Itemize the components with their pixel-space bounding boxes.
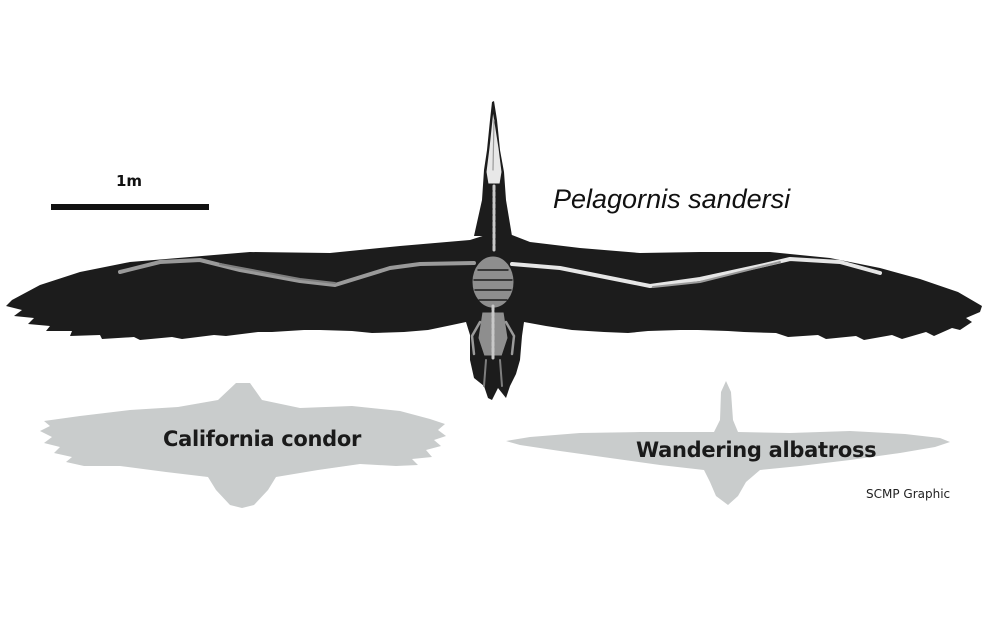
condor-label: California condor [163,427,362,451]
pelagornis-label: Pelagornis sandersi [553,184,791,214]
condor-silhouette [40,383,446,508]
albatross-label: Wandering albatross [636,438,877,462]
scale-bar-label: 1m [116,172,143,190]
pelagornis-skeleton [118,109,882,387]
scale-bar [51,204,209,210]
albatross-silhouette [506,381,950,505]
credit-label: SCMP Graphic [866,487,951,501]
legs [470,320,516,356]
left-wing-bones [118,258,476,287]
right-wing-bones [510,257,882,288]
